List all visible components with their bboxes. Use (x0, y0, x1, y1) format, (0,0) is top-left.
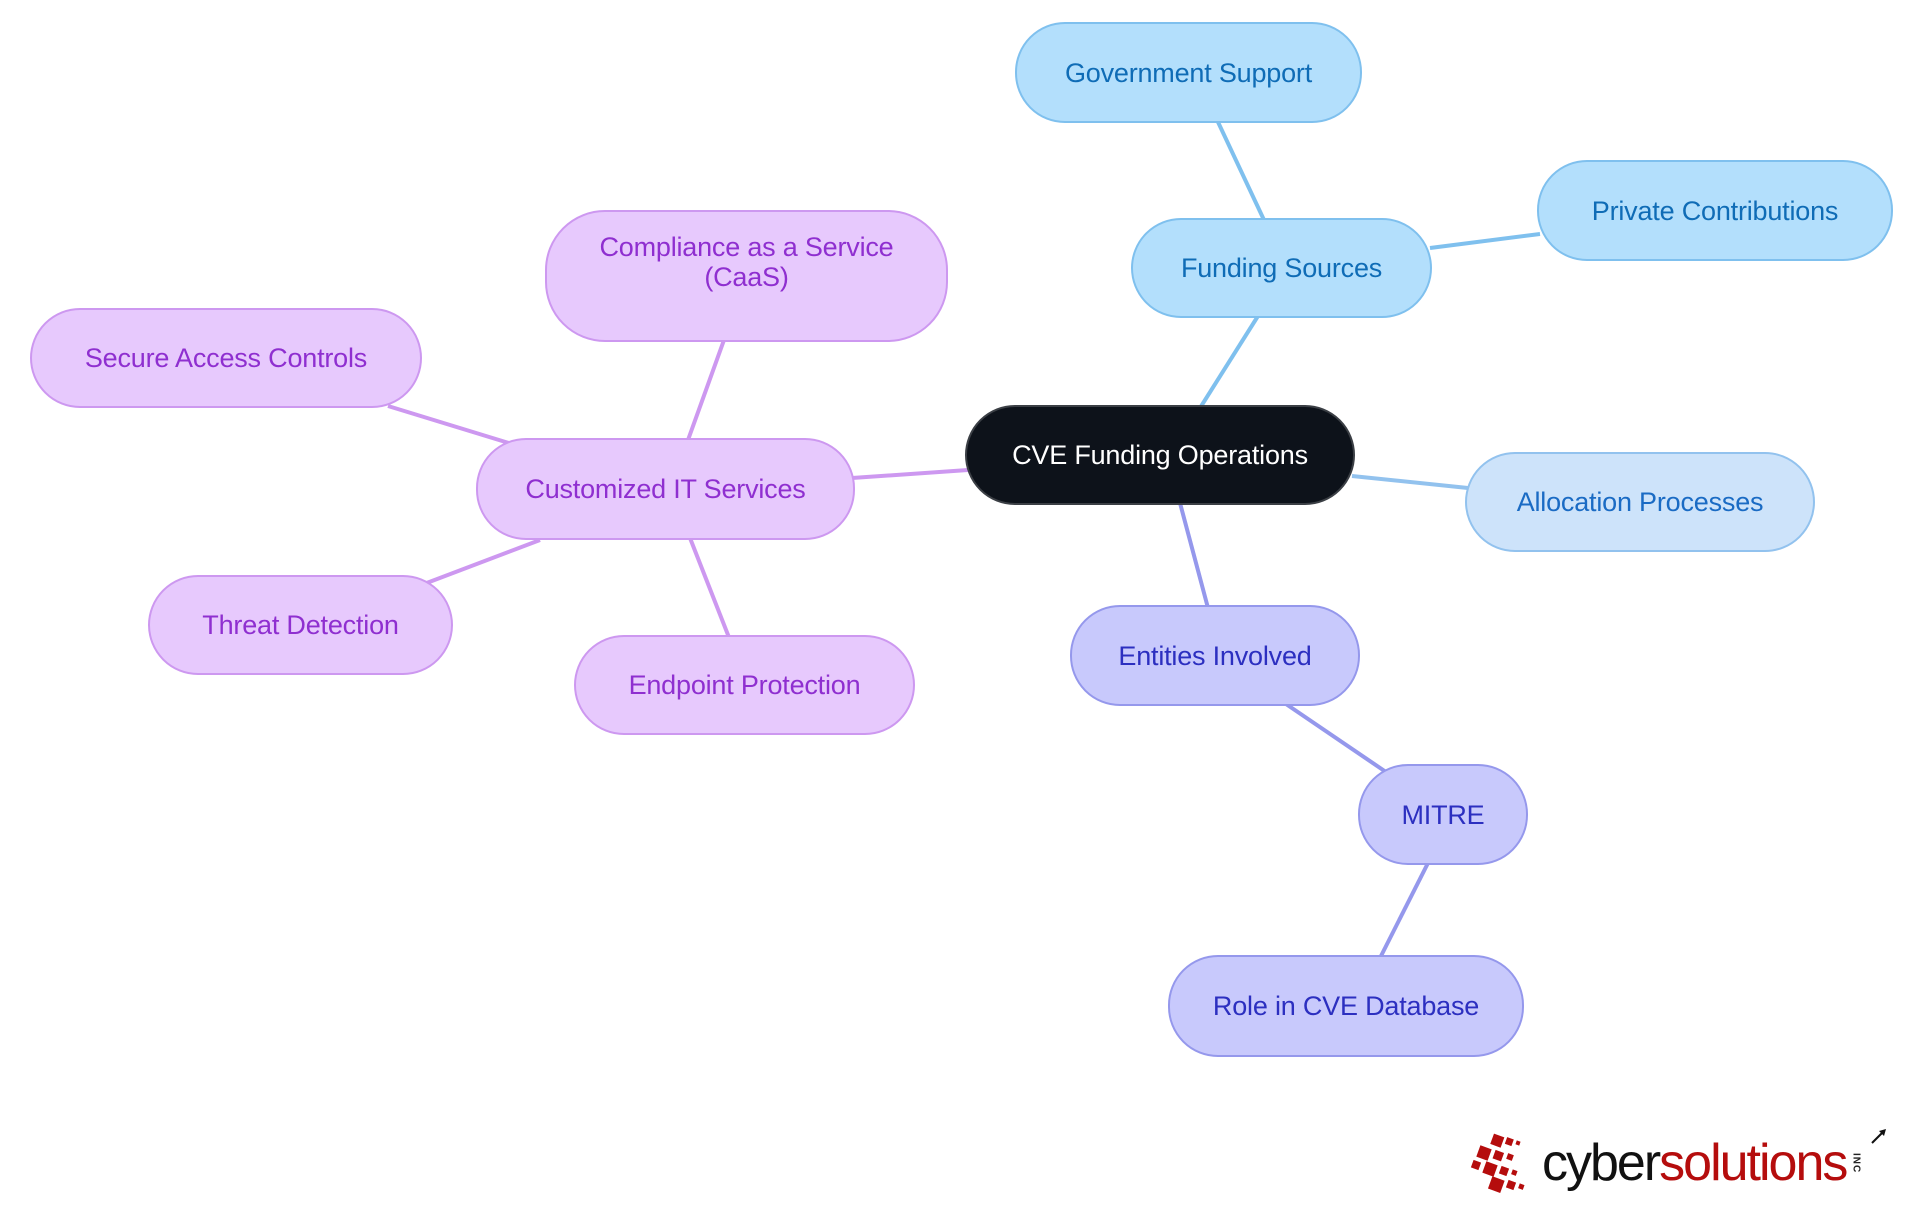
logo-word-cyber: cyber (1542, 1134, 1661, 1192)
node-role-in-cve-database[interactable]: Role in CVE Database (1168, 955, 1524, 1057)
node-entities-involved[interactable]: Entities Involved (1070, 605, 1360, 706)
edge-funding-gov (1216, 121, 1266, 221)
logo-wordmark: cybersolutions (1542, 1129, 1886, 1193)
node-endpoint-protection[interactable]: Endpoint Protection (574, 635, 915, 735)
node-private-contributions[interactable]: Private Contributions (1537, 160, 1893, 261)
logo-arrow-icon (1871, 1129, 1886, 1144)
edge-root-entities (1178, 502, 1210, 609)
node-threat-detection[interactable]: Threat Detection (148, 575, 453, 675)
node-funding-sources[interactable]: Funding Sources (1131, 218, 1432, 318)
edge-it-endpoint (688, 537, 732, 641)
edge-it-threat (423, 538, 541, 586)
edge-entities-mitre (1284, 702, 1388, 774)
node-customized-it-services[interactable]: Customized IT Services (476, 438, 855, 540)
edge-it-caas (686, 339, 726, 441)
node-secure-access-controls[interactable]: Secure Access Controls (30, 308, 422, 408)
edge-root-allocation (1351, 474, 1469, 490)
edge-root-funding (1198, 314, 1260, 410)
node-government-support[interactable]: Government Support (1015, 22, 1362, 123)
cybersolutions-logo: cybersolutions INC (1470, 1128, 1886, 1198)
root-node-cve-funding-operations[interactable]: CVE Funding Operations (965, 405, 1355, 505)
node-compliance-as-a-service[interactable]: Compliance as a Service (CaaS) (545, 210, 948, 342)
edge-it-sac (387, 404, 513, 446)
edge-mitre-role (1378, 862, 1430, 959)
edge-root-it (851, 468, 969, 480)
edge-funding-private (1429, 232, 1541, 250)
node-allocation-processes[interactable]: Allocation Processes (1465, 452, 1815, 552)
node-mitre[interactable]: MITRE (1358, 764, 1528, 865)
logo-word-solutions: solutions (1659, 1134, 1848, 1192)
logo-red-squares-icon (1470, 1133, 1525, 1193)
logo-inc: INC (1850, 1152, 1862, 1174)
